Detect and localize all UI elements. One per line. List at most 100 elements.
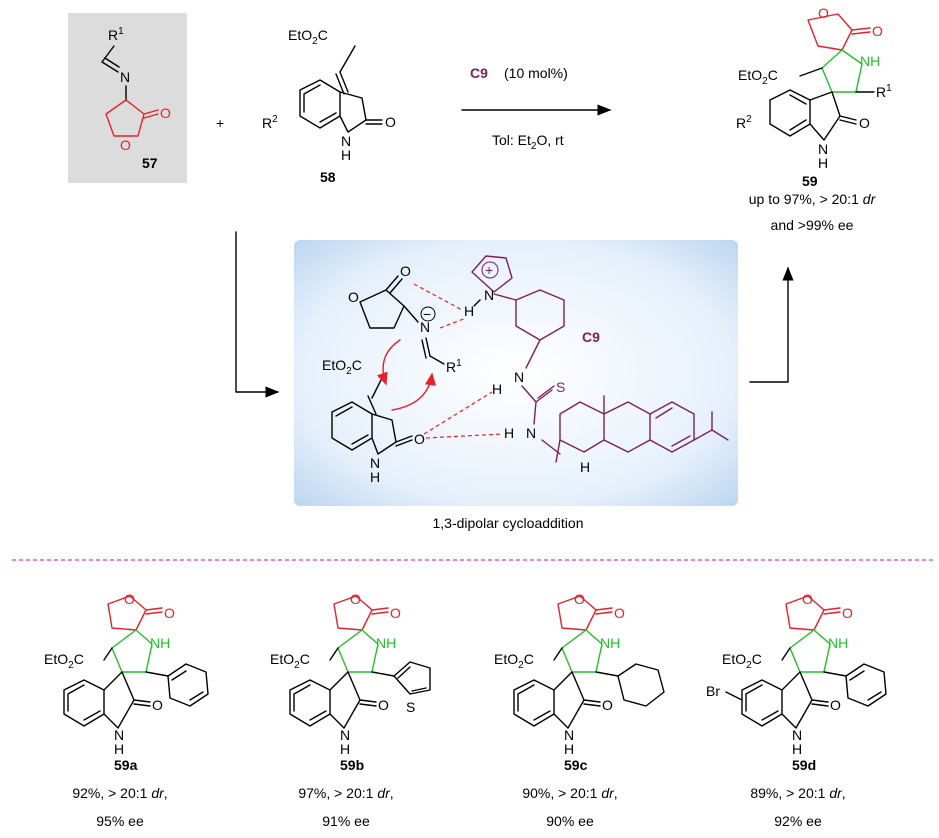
svg-text:NH: NH xyxy=(376,635,396,651)
example-label-59b: 59b xyxy=(340,757,364,773)
example-ester-59c: EtO2C xyxy=(494,651,534,671)
svg-text:O: O xyxy=(614,605,625,621)
example-result-2-59b: 91% ee xyxy=(322,813,370,829)
svg-text:O: O xyxy=(350,591,361,607)
ts-catalyst-label: C9 xyxy=(582,329,600,345)
svg-text:O: O xyxy=(830,697,841,713)
svg-text:O: O xyxy=(124,591,135,607)
svg-text:H: H xyxy=(792,741,802,757)
r2-58: R2 xyxy=(262,114,278,131)
svg-text:O: O xyxy=(842,605,853,621)
minus-charge: − xyxy=(423,306,431,322)
svg-text:O: O xyxy=(152,697,163,713)
example-ester-59a: EtO2C xyxy=(44,651,84,671)
svg-text:H: H xyxy=(114,741,124,757)
svg-text:N: N xyxy=(818,141,828,157)
solvent-label: Tol: Et2O, rt xyxy=(492,132,564,152)
svg-text:O: O xyxy=(802,591,813,607)
svg-text:O: O xyxy=(378,697,389,713)
svg-text:H: H xyxy=(564,741,574,757)
svg-text:N: N xyxy=(420,319,430,335)
svg-text:N: N xyxy=(340,727,350,743)
svg-text:NH: NH xyxy=(150,635,170,651)
svg-text:H: H xyxy=(464,303,474,319)
ts-caption: 1,3-dipolar cycloaddition xyxy=(433,515,584,531)
svg-text:N: N xyxy=(370,455,380,471)
ts-r1: R1 xyxy=(446,358,462,375)
product-ester: EtO2C xyxy=(738,67,778,87)
example-label-59d: 59d xyxy=(792,757,816,773)
ts-ester: EtO2C xyxy=(322,357,362,377)
svg-text:O: O xyxy=(872,23,883,39)
svg-text:N: N xyxy=(514,369,524,385)
catalyst-label: C9 xyxy=(470,65,488,81)
example-ester-59d: EtO2C xyxy=(722,651,762,671)
svg-text:O: O xyxy=(348,289,359,305)
svg-text:N: N xyxy=(526,425,536,441)
example-result-1-59b: 97%, > 20:1 dr, xyxy=(298,785,393,801)
svg-text:O: O xyxy=(574,591,585,607)
svg-text:H: H xyxy=(492,381,502,397)
svg-text:NH: NH xyxy=(860,53,880,69)
svg-text:S: S xyxy=(556,379,565,395)
product-result-1: up to 97%, > 20:1 dr xyxy=(749,191,877,207)
svg-text:O: O xyxy=(602,697,613,713)
svg-text:NH: NH xyxy=(828,635,848,651)
plus-charge: + xyxy=(485,262,493,278)
label-58: 58 xyxy=(320,169,336,185)
svg-text:O: O xyxy=(859,115,870,131)
label-57: 57 xyxy=(142,155,158,171)
example-label-59c: 59c xyxy=(564,757,588,773)
ester-58: EtO2C xyxy=(288,27,328,47)
r1-label: R1 xyxy=(108,26,124,43)
example-result-2-59c: 90% ee xyxy=(546,813,594,829)
plus-sign: + xyxy=(216,115,224,131)
example-result-2-59a: 95% ee xyxy=(96,813,144,829)
svg-text:N: N xyxy=(792,727,802,743)
imine-n: N xyxy=(120,69,130,85)
h-58: H xyxy=(341,147,351,163)
product-59: O O NH R1 EtO2C O N H R2 59 up to 97%, >… xyxy=(736,5,892,233)
svg-text:N: N xyxy=(484,287,494,303)
label-59: 59 xyxy=(802,173,818,189)
product-r1: R1 xyxy=(876,83,892,100)
svg-text:H: H xyxy=(370,469,380,485)
catalyst-loading: (10 mol%) xyxy=(504,65,568,81)
n-58: N xyxy=(341,133,351,149)
svg-text:H: H xyxy=(504,425,514,441)
flow-arrow-down xyxy=(235,231,280,398)
transition-state: O O N − R1 EtO2C O N H + N H xyxy=(294,240,738,531)
example-ester-59b: EtO2C xyxy=(270,651,310,671)
svg-text:NH: NH xyxy=(600,635,620,651)
svg-text:N: N xyxy=(564,727,574,743)
svg-text:H: H xyxy=(818,155,828,171)
ring-o: O xyxy=(120,137,131,153)
flow-arrow-up xyxy=(749,266,794,383)
example-result-1-59c: 90%, > 20:1 dr, xyxy=(522,785,617,801)
example-result-2-59d: 92% ee xyxy=(774,813,822,829)
reactant-57-box xyxy=(68,13,187,183)
reactant-58: EtO2C O N H R2 58 xyxy=(262,27,396,185)
svg-text:N: N xyxy=(114,727,124,743)
svg-text:O: O xyxy=(164,605,175,621)
svg-text:O: O xyxy=(390,605,401,621)
product-result-2: and >99% ee xyxy=(771,217,854,233)
svg-text:O: O xyxy=(818,5,829,21)
o-58: O xyxy=(385,114,396,130)
example-59d: O O NH EtO2C O NH Br 59d 89%, > 20:1 dr, 92% ee xyxy=(706,591,887,829)
svg-text:O: O xyxy=(400,263,411,279)
example-result-1-59a: 92%, > 20:1 dr, xyxy=(72,785,167,801)
example-result-1-59d: 89%, > 20:1 dr, xyxy=(750,785,845,801)
reactant-57: R1 N O O 57 xyxy=(68,13,187,183)
svg-text:O: O xyxy=(414,431,425,447)
carbonyl-o: O xyxy=(160,105,171,121)
example-label-59a: 59a xyxy=(114,757,138,773)
svg-text:H: H xyxy=(580,459,590,475)
product-r2: R2 xyxy=(736,114,752,131)
bromo-substituent: Br xyxy=(706,683,720,699)
svg-text:S: S xyxy=(406,699,415,715)
